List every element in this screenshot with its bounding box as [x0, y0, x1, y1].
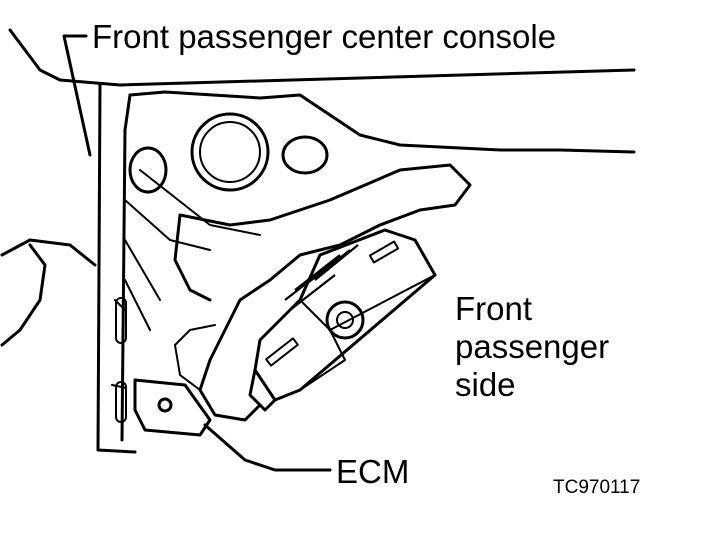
ecm-leader [203, 423, 332, 472]
hand [173, 163, 472, 422]
round-opening-large [190, 112, 270, 192]
console-front-panel [96, 83, 137, 454]
round-opening-right [281, 135, 329, 175]
console-top-edge [128, 90, 636, 154]
console-leader [62, 34, 92, 157]
passenger-side-label: Front passenger side [455, 290, 609, 404]
passenger-side-label-line2: passenger [455, 328, 610, 365]
left-vent [0, 238, 97, 267]
figure-code: TC970117 [553, 477, 641, 498]
ecm-connector [325, 300, 365, 340]
round-opening-left [128, 146, 168, 194]
console-inner-edge [120, 93, 132, 442]
passenger-side-label-line1: Front [455, 290, 533, 327]
ecm-fins [284, 244, 359, 311]
lower-bracket [133, 378, 212, 437]
console-left-edge [8, 28, 636, 87]
ecm-box [253, 228, 437, 402]
passenger-side-label-line3: side [455, 366, 516, 403]
console-label: Front passenger center console [92, 18, 557, 55]
frame-diagonals [124, 169, 261, 331]
ecm-label: ECM [336, 453, 410, 490]
